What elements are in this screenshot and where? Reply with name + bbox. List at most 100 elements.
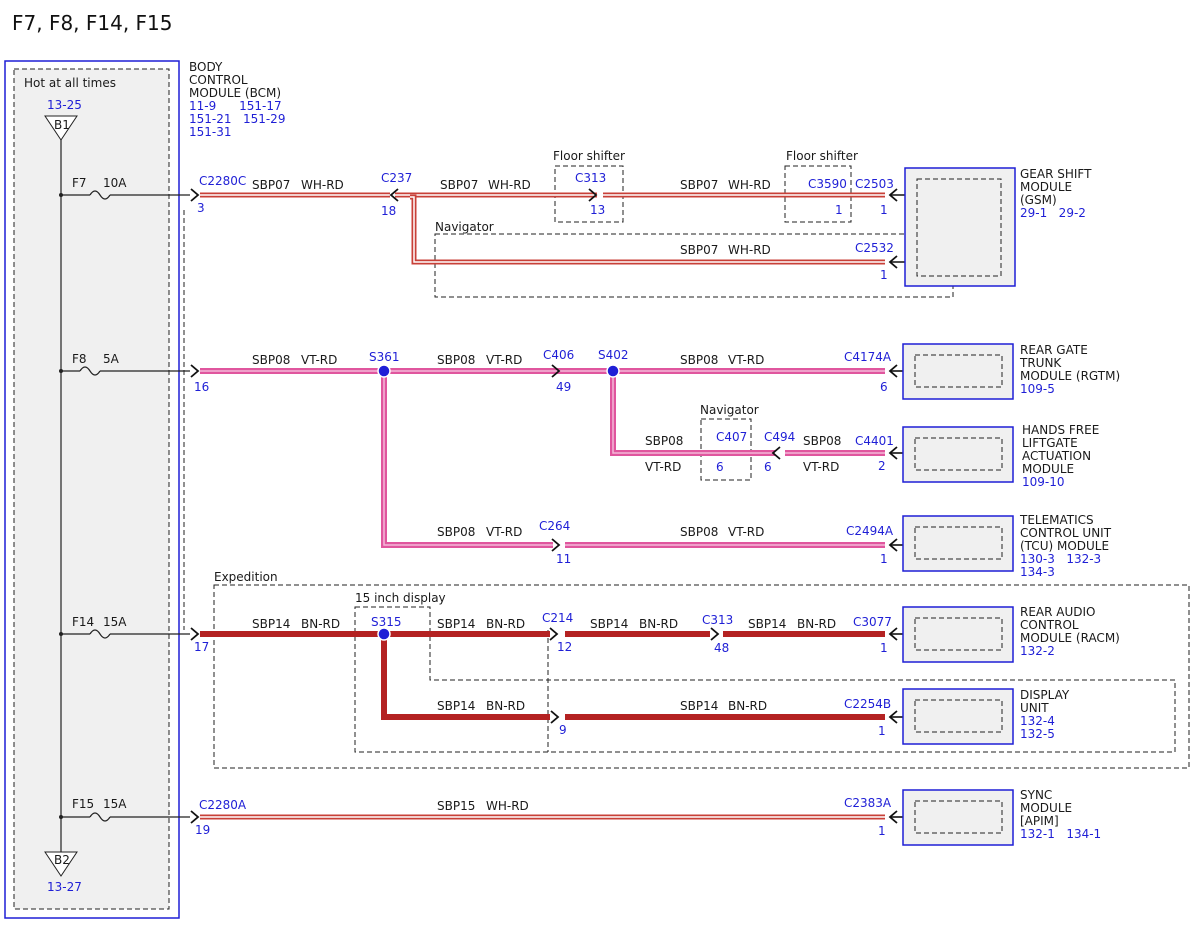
wire-label-sbp08-2: SBP08: [437, 353, 475, 367]
pin-c313-fs: 13: [590, 203, 605, 217]
bcm-refs-2[interactable]: 151-21 151-29: [189, 112, 285, 126]
pin-9: 9: [559, 723, 567, 737]
b2-label: B2: [54, 853, 70, 867]
tcu-refs-2[interactable]: 134-3: [1020, 565, 1055, 579]
wire-sbp08: [200, 368, 885, 548]
hfla-line-4: MODULE: [1022, 462, 1074, 476]
rgtm-line-1: REAR GATE: [1020, 343, 1088, 357]
gsm-line-3: (GSM): [1020, 193, 1057, 207]
wire-label-bnrd-5: BN-RD: [486, 699, 525, 713]
connector-labels: C2280C 3 C237 18 C313 13 C3590 1 C2503 1…: [194, 171, 894, 838]
connector-c2503[interactable]: C2503: [855, 177, 894, 191]
gsm-line-1: GEAR SHIFT: [1020, 167, 1092, 181]
floor-shifter-label-2: Floor shifter: [786, 149, 858, 163]
connector-c264[interactable]: C264: [539, 519, 570, 533]
fuse-f8-name: F8: [72, 352, 87, 366]
connector-c313-exp[interactable]: C313: [702, 613, 733, 627]
wire-label-sbp07-2: SBP07: [440, 178, 478, 192]
connector-c4401[interactable]: C4401: [855, 434, 894, 448]
wire-label-vtrd-7: VT-RD: [728, 525, 764, 539]
wire-label-sbp08-6: SBP08: [437, 525, 475, 539]
wire-label-bnrd-4: BN-RD: [797, 617, 836, 631]
connector-c237[interactable]: C237: [381, 171, 412, 185]
expedition-box: [213, 584, 1190, 769]
connector-c3590[interactable]: C3590: [808, 177, 847, 191]
pin-c2280a: 19: [195, 823, 210, 837]
connector-c313-fs[interactable]: C313: [575, 171, 606, 185]
wire-label-sbp08-4: SBP08: [645, 434, 683, 448]
hfla-refs[interactable]: 109-10: [1022, 475, 1065, 489]
splice-s402-label[interactable]: S402: [598, 348, 629, 362]
pin-c2494a: 1: [880, 552, 888, 566]
connector-c494[interactable]: C494: [764, 430, 795, 444]
b2-ref[interactable]: 13-27: [47, 880, 82, 894]
pin-c494: 6: [764, 460, 772, 474]
pin-c406: 49: [556, 380, 571, 394]
gsm-refs[interactable]: 29-1 29-2: [1020, 206, 1086, 220]
splice-s361-label[interactable]: S361: [369, 350, 400, 364]
wire-label-bnrd-6: BN-RD: [728, 699, 767, 713]
display-line-2: UNIT: [1020, 701, 1049, 715]
pin-c3077: 1: [880, 641, 888, 655]
fuse-f15: F15 15A: [59, 797, 190, 822]
rgtm-line-3: MODULE (RGTM): [1020, 369, 1120, 383]
racm-line-1: REAR AUDIO: [1020, 605, 1096, 619]
connector-c4174a[interactable]: C4174A: [844, 350, 892, 364]
wire-label-sbp14-6: SBP14: [680, 699, 718, 713]
connector-c214[interactable]: C214: [542, 611, 573, 625]
expedition-label: Expedition: [214, 570, 278, 584]
rgtm-refs[interactable]: 109-5: [1020, 382, 1055, 396]
display-refs-2[interactable]: 132-5: [1020, 727, 1055, 741]
connector-c2494a[interactable]: C2494A: [846, 524, 894, 538]
connector-c2254b[interactable]: C2254B: [844, 697, 891, 711]
bcm-refs-1[interactable]: 11-9 151-17: [189, 99, 282, 113]
pin-c264: 11: [556, 552, 571, 566]
wire-sbp14: [200, 631, 885, 720]
connector-c2383a[interactable]: C2383A: [844, 796, 892, 810]
wires: [200, 192, 885, 820]
tcu-line-3: (TCU) MODULE: [1020, 539, 1109, 553]
pin-c2532: 1: [880, 268, 888, 282]
wire-label-whrd-1: WH-RD: [301, 178, 344, 192]
splice-s315-label[interactable]: S315: [371, 615, 402, 629]
connector-c406[interactable]: C406: [543, 348, 574, 362]
bcm-line-3: MODULE (BCM): [189, 86, 281, 100]
connector-c3077[interactable]: C3077: [853, 615, 892, 629]
bcm-label: BODY CONTROL MODULE (BCM) 11-9 151-17 15…: [189, 60, 285, 139]
wire-label-sbp14-5: SBP14: [437, 699, 475, 713]
display15-box: [354, 606, 1176, 753]
b1-ref[interactable]: 13-25: [47, 98, 82, 112]
tcu-refs[interactable]: 130-3 132-3: [1020, 552, 1101, 566]
pin-c2503: 1: [880, 203, 888, 217]
splice-s361: [377, 364, 391, 378]
connector-c2280c[interactable]: C2280C: [199, 174, 246, 188]
connector-c407[interactable]: C407: [716, 430, 747, 444]
sync-refs[interactable]: 132-1 134-1: [1020, 827, 1101, 841]
wire-label-vtrd-1: VT-RD: [301, 353, 337, 367]
pin-c2383a: 1: [878, 824, 886, 838]
wire-label-sbp08-3: SBP08: [680, 353, 718, 367]
wire-label-sbp07-1: SBP07: [252, 178, 290, 192]
hot-at-all-times-label: Hot at all times: [24, 76, 116, 90]
navigator-label-2: Navigator: [700, 403, 759, 417]
display-refs[interactable]: 132-4: [1020, 714, 1055, 728]
wire-label-bnrd-1: BN-RD: [301, 617, 340, 631]
wire-label-bnrd-3: BN-RD: [639, 617, 678, 631]
connector-c2532[interactable]: C2532: [855, 241, 894, 255]
connector-c2280a[interactable]: C2280A: [199, 798, 247, 812]
fuse-f7-name: F7: [72, 176, 87, 190]
b1-label: B1: [54, 118, 70, 132]
navigator-box-c407: [700, 418, 752, 481]
navigator-box-gsm: [434, 233, 954, 298]
wire-label-whrd-5: WH-RD: [486, 799, 529, 813]
bcm-refs-3[interactable]: 151-31: [189, 125, 232, 139]
fuse-box: Hot at all times 13-25 B1 B2 13-27 F7 10…: [4, 60, 190, 919]
wire-label-sbp08-1: SBP08: [252, 353, 290, 367]
tcu-line-2: CONTROL UNIT: [1020, 526, 1112, 540]
wire-label-sbp14-3: SBP14: [590, 617, 628, 631]
fuse-f15-name: F15: [72, 797, 94, 811]
gsm-line-2: MODULE: [1020, 180, 1072, 194]
wire-label-vtrd-2: VT-RD: [486, 353, 522, 367]
racm-refs[interactable]: 132-2: [1020, 644, 1055, 658]
